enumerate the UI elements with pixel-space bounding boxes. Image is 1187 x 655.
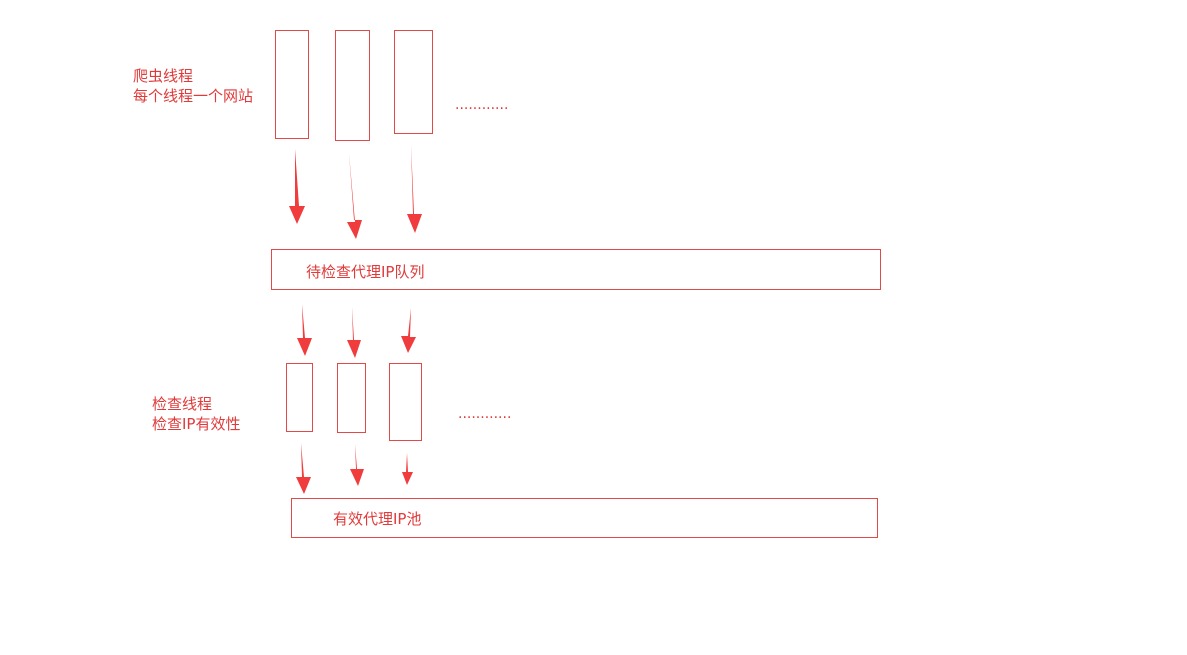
- arrow-queue-to-checker-1: [297, 304, 312, 356]
- arrow-checker-1-to-pool: [296, 443, 311, 494]
- crawler-threads-description: 每个线程一个网站: [133, 87, 254, 105]
- checker-threads-description: 检查IP有效性: [152, 415, 241, 433]
- checker-threads-label: 检查线程 检查IP有效性: [152, 394, 240, 434]
- valid-proxy-pool-box: [291, 498, 878, 538]
- arrow-queue-to-checker-3: [401, 308, 416, 353]
- arrow-checker-3-to-pool: [402, 453, 413, 485]
- checker-thread-box-3: [389, 363, 422, 441]
- checker-threads-title: 检查线程: [152, 395, 213, 413]
- arrow-crawler-3-to-queue: [407, 144, 422, 233]
- crawler-threads-label: 爬虫线程 每个线程一个网站: [133, 66, 253, 106]
- pending-proxy-queue-label: 待检查代理IP队列: [306, 263, 425, 281]
- arrow-checker-2-to-pool: [350, 444, 364, 486]
- crawler-thread-box-1: [275, 30, 309, 139]
- checker-thread-box-2: [337, 363, 366, 433]
- checker-thread-box-1: [286, 363, 313, 432]
- crawler-thread-box-2: [335, 30, 370, 141]
- crawler-threads-title: 爬虫线程: [133, 67, 194, 85]
- valid-proxy-pool-label: 有效代理IP池: [333, 510, 422, 528]
- crawler-thread-box-3: [394, 30, 433, 134]
- arrow-crawler-1-to-queue: [289, 149, 305, 224]
- pending-proxy-queue-box: [271, 249, 881, 290]
- arrow-queue-to-checker-2: [347, 307, 361, 358]
- arrow-crawler-2-to-queue: [347, 153, 362, 239]
- checker-threads-ellipsis: ............: [458, 406, 512, 422]
- crawler-threads-ellipsis: ............: [455, 97, 509, 113]
